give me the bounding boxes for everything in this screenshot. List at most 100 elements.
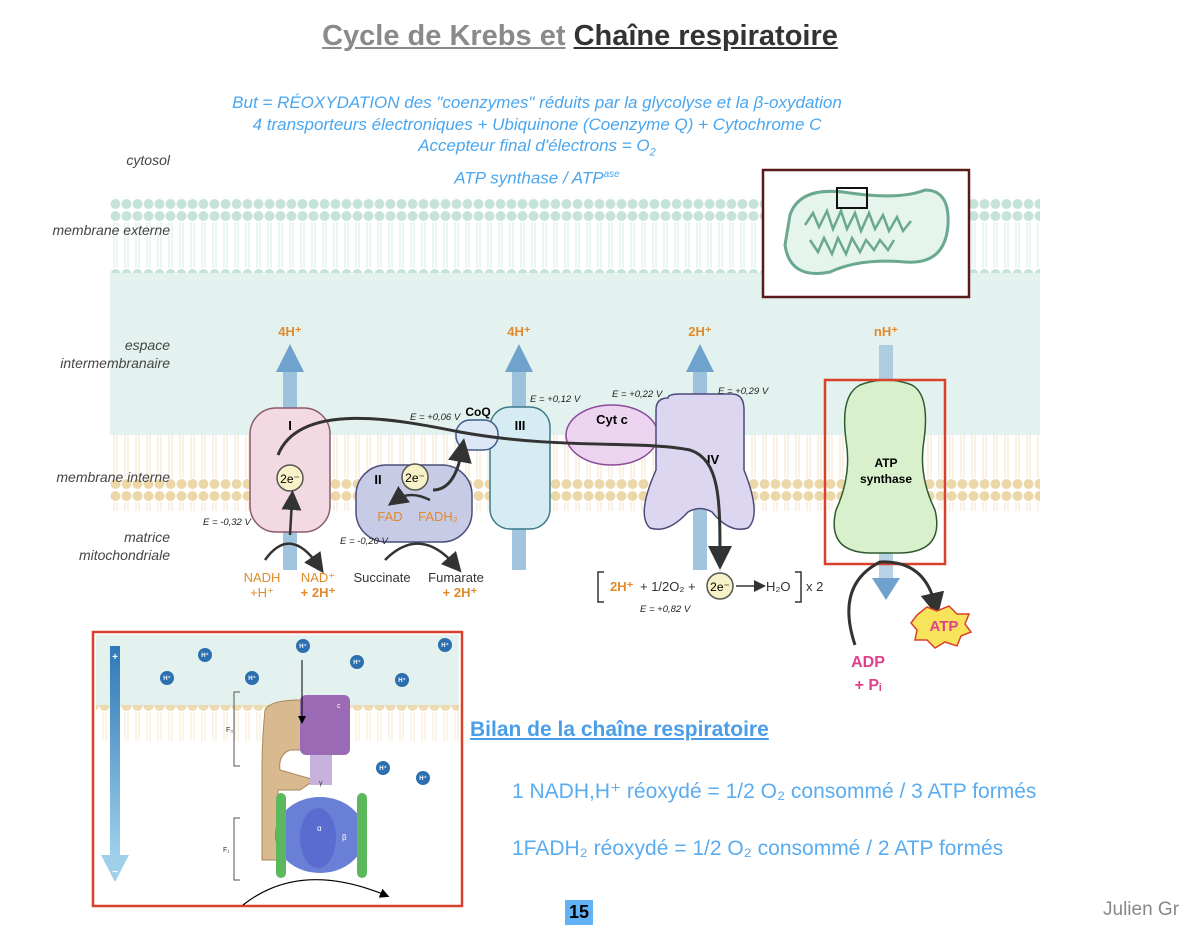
succinate-label: Succinate	[353, 570, 410, 585]
multiplier-label: x 2	[806, 579, 823, 594]
proton-label: H⁺	[248, 675, 256, 682]
atp-synthase-label: ATP	[874, 456, 897, 470]
goal-subscript: 2	[649, 146, 656, 159]
zoom-region-box	[836, 187, 868, 209]
protons-label: 2H⁺	[688, 324, 712, 339]
label-line: intermembranaire	[60, 355, 170, 371]
proton-label: H⁺	[353, 659, 361, 666]
electron-pair-icon	[401, 463, 429, 491]
potential-label: E = +0,12 V	[530, 394, 582, 405]
electron-flow-arrow	[276, 416, 732, 570]
goal-line: Accepteur final d'électrons = O2	[180, 135, 894, 164]
electron-pair-icon	[706, 572, 734, 600]
minus-label: −	[112, 867, 118, 878]
goal-line: But = RÉOXYDATION des "coenzymes" réduit…	[232, 93, 842, 112]
nad-2h-label: + 2H⁺	[301, 585, 336, 600]
proton-label: H⁺	[201, 652, 209, 659]
proton-label: H⁺	[379, 765, 387, 772]
potential-label: E = -0,32 V	[203, 517, 252, 528]
fumarate-2h-label: + 2H⁺	[443, 585, 478, 600]
bilan-nadh: 1 NADH,H⁺ réoxydé = 1/2 O₂ consommé / 3 …	[512, 780, 1037, 803]
proton-label: H⁺	[419, 775, 427, 782]
cytc-label: Cyt c	[596, 412, 628, 427]
atp-synthase	[833, 379, 938, 554]
f1-label: F₁	[223, 847, 230, 854]
protons-label: 4H⁺	[507, 324, 531, 339]
goal-superscript: ase	[603, 168, 620, 180]
potential-label: E = +0,06 V	[410, 412, 462, 423]
goals-text: But = RÉOXYDATION des "coenzymes" réduit…	[180, 92, 894, 189]
bilan-fadh2: 1FADH₂ réoxydé = 1/2 O₂ consommé / 2 ATP…	[512, 837, 1004, 860]
electron-label: 2e⁻	[280, 472, 300, 486]
atp-synthase-detail-inset: + − H⁺ H⁺ H⁺ H⁺ H⁺ H⁺ H⁺ H⁺ H⁺ F₀ F₁ c γ…	[91, 630, 464, 908]
electron-release-arrow	[281, 490, 302, 536]
bracket-left	[597, 571, 604, 603]
goal-text: ATP synthase / ATP	[454, 168, 604, 188]
atp-label: ATP	[930, 618, 959, 635]
adp-label: ADP	[851, 654, 885, 671]
o2-eq-middle: + 1/2O₂ +	[640, 579, 696, 594]
author: Julien Gr	[1103, 899, 1180, 920]
label-inner-membrane: membrane interne	[56, 469, 170, 485]
protons-label: 4H⁺	[278, 324, 302, 339]
gradient-arrow	[110, 646, 120, 856]
proton-label: H⁺	[441, 642, 449, 649]
nadh-label: NADH	[244, 570, 281, 585]
goal-line: 4 transporteurs électroniques + Ubiquino…	[252, 114, 822, 134]
fumarate-label: Fumarate	[428, 570, 484, 585]
label-cytosol: cytosol	[126, 152, 170, 168]
proton-label: H⁺	[398, 677, 406, 684]
electron-label: 2e⁻	[710, 580, 730, 594]
fad-label: FAD	[377, 509, 402, 524]
bracket-right	[795, 571, 802, 603]
label-intermembrane: espace intermembranaire	[60, 336, 170, 372]
label-line: espace	[124, 337, 170, 353]
label-outer-membrane: membrane externe	[52, 222, 170, 238]
succinate-oxidation-arrow	[384, 542, 462, 573]
f0-label: F₀	[226, 727, 233, 734]
proton-label: H⁺	[299, 643, 307, 650]
alpha-label: α	[317, 824, 322, 833]
nadh-oxidation-arrow	[263, 542, 324, 574]
coq-label: CoQ	[465, 405, 490, 419]
potential-label: E = +0,22 V	[612, 389, 664, 400]
gamma-label: γ	[319, 780, 323, 787]
atp-production-arrow	[847, 560, 945, 646]
title-part-chain: Chaîne respiratoire	[573, 20, 838, 52]
cristae	[803, 207, 912, 258]
page-number: 15	[565, 900, 594, 925]
potential-label: E = +0,29 V	[718, 386, 770, 397]
fadh2-label: FADH₂	[418, 509, 458, 524]
proton-label: H⁺	[163, 675, 171, 682]
c-subunit-label: c	[337, 703, 341, 710]
complex-IV-label: IV	[707, 452, 720, 467]
slide-title: Cycle de Krebs et Chaîne respiratoire	[0, 20, 1160, 53]
complex-III-label: III	[515, 418, 526, 433]
complex-I-label: I	[288, 418, 292, 433]
protons-label: nH⁺	[874, 324, 898, 339]
o2-eq-protons: 2H⁺	[610, 579, 634, 594]
atp-synthase-highlight	[823, 378, 947, 566]
title-part-krebs: Cycle de Krebs et	[322, 20, 566, 52]
water-label: H₂O	[766, 579, 791, 594]
potential-label: E = -0,20 V	[340, 536, 389, 547]
potential-label: E = +0,82 V	[640, 604, 692, 615]
pi-label: + Pᵢ	[855, 677, 882, 694]
goal-text: Accepteur final d'électrons = O	[418, 136, 650, 155]
plus-label: +	[112, 652, 118, 663]
complex-IV	[643, 393, 755, 530]
atp-synthase-label: synthase	[860, 472, 912, 486]
bilan-title: Bilan de la chaîne respiratoire	[470, 718, 769, 741]
goal-line: ATP synthase / ATPase	[180, 164, 894, 189]
nad-label: NAD⁺	[301, 570, 335, 585]
electron-label: 2e⁻	[405, 471, 425, 485]
complex-II-label: II	[374, 472, 381, 487]
gradient-arrow-head	[101, 855, 129, 882]
label-line: matrice	[124, 529, 170, 545]
electron-transfer-arrow	[432, 438, 472, 492]
nadh-h-label: +H⁺	[250, 585, 274, 600]
beta-label: β	[342, 833, 347, 842]
fad-reduction-arrow	[387, 486, 431, 506]
